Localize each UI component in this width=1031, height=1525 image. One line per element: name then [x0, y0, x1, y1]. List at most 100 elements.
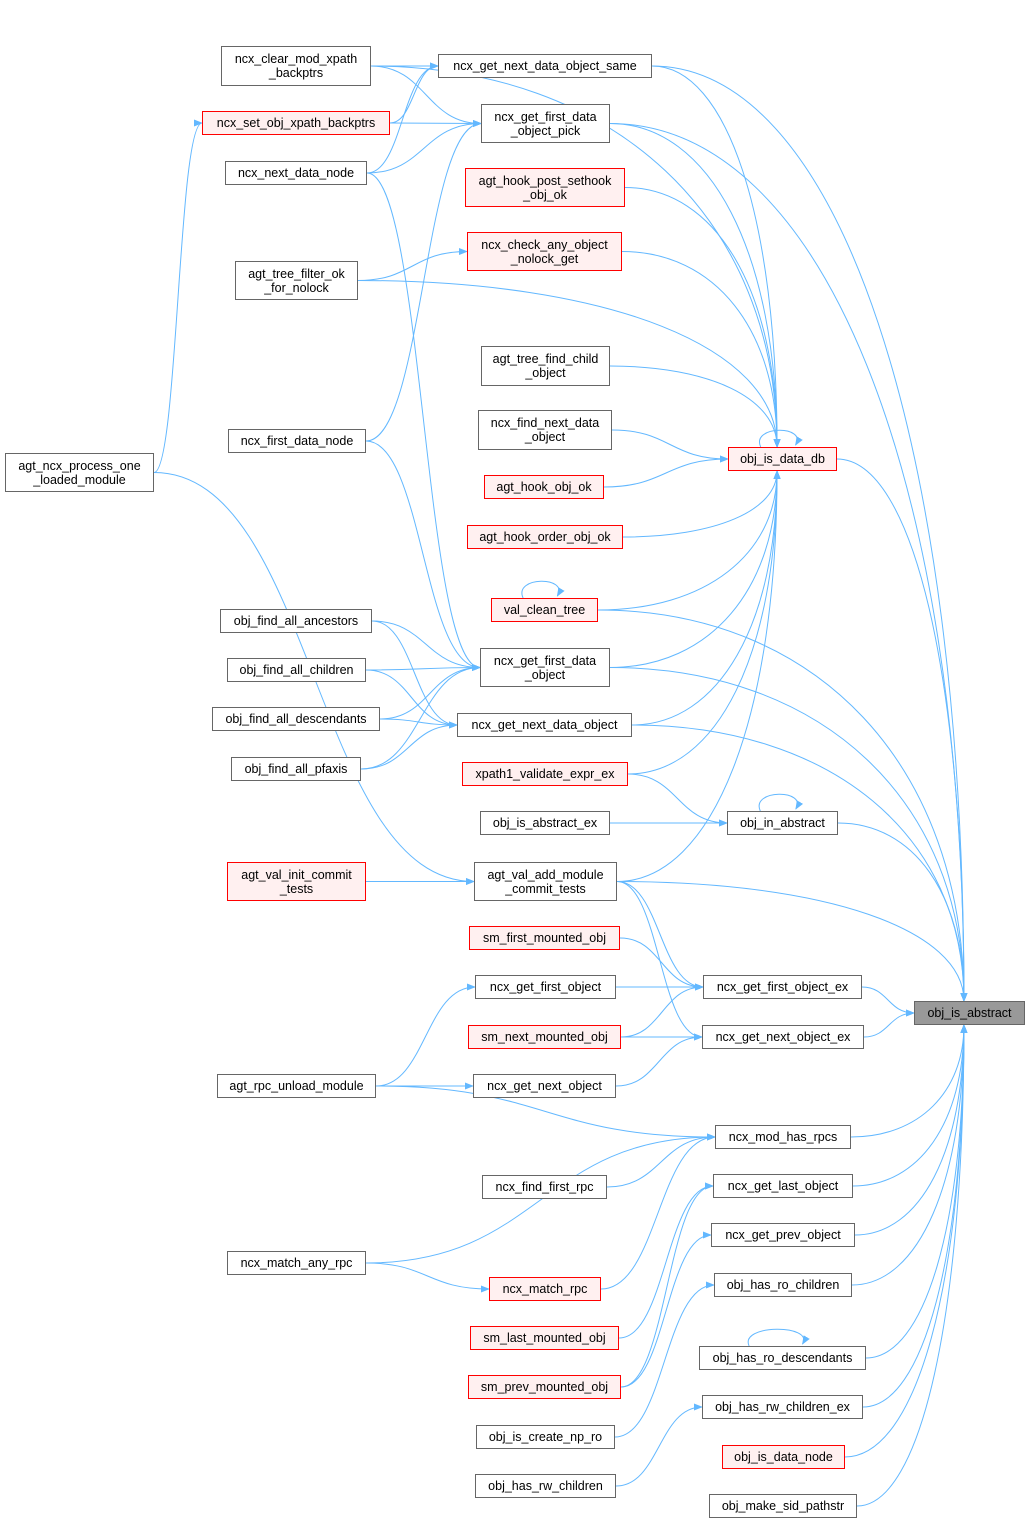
edge-next-data-node-to-first-pick — [366, 119, 482, 174]
node-label-line: _object_pick — [510, 123, 581, 138]
graph-node-find-next-data[interactable]: ncx_find_next_data_object — [478, 410, 612, 450]
node-label-line: sm_first_mounted_obj — [483, 931, 606, 945]
node-label-line: ncx_get_next_object_ex — [715, 1030, 851, 1044]
graph-node-process-one[interactable]: agt_ncx_process_one_loaded_module — [5, 453, 154, 492]
node-label-line: _nolock_get — [510, 251, 579, 266]
node-label-line: _for_nolock — [264, 280, 329, 295]
edge-tree-filter-to-check-any — [357, 247, 468, 281]
graph-node-sm-next[interactable]: sm_next_mounted_obj — [468, 1025, 621, 1049]
edge-children-to-next-data-obj — [365, 669, 458, 729]
graph-node-prev-object[interactable]: ncx_get_prev_object — [711, 1223, 855, 1247]
edge-last-object-to-is-abstract — [852, 1024, 968, 1187]
graph-node-set-xpath[interactable]: ncx_set_obj_xpath_backptrs — [202, 111, 390, 135]
edge-check-any-to-is-data-db — [621, 251, 781, 448]
edge-sm-prev-to-prev-object — [620, 1231, 712, 1388]
graph-node-ancestors[interactable]: obj_find_all_ancestors — [220, 609, 372, 633]
graph-node-rpc-unload[interactable]: agt_rpc_unload_module — [217, 1074, 376, 1098]
graph-node-create-np-ro[interactable]: obj_is_create_np_ro — [476, 1425, 615, 1449]
node-label-line: ncx_clear_mod_xpath — [234, 52, 358, 66]
graph-node-match-any-rpc[interactable]: ncx_match_any_rpc — [227, 1251, 366, 1275]
edge-is-data-db-to-is-data-db — [759, 429, 803, 448]
graph-node-first-data-node[interactable]: ncx_first_data_node — [228, 429, 366, 453]
node-label-line: ncx_get_next_data_object — [471, 718, 618, 732]
graph-node-ro-children[interactable]: obj_has_ro_children — [714, 1273, 852, 1297]
graph-node-sm-last[interactable]: sm_last_mounted_obj — [470, 1326, 619, 1350]
edge-next-data-obj-to-is-abstract — [631, 724, 968, 1002]
node-label-line: ncx_first_data_node — [240, 434, 354, 448]
node-label-line: agt_hook_order_obj_ok — [479, 530, 611, 544]
graph-node-rw-children[interactable]: obj_has_rw_children — [475, 1474, 616, 1498]
edge-find-child-to-is-data-db — [609, 365, 781, 448]
graph-node-xpath1[interactable]: xpath1_validate_expr_ex — [462, 762, 628, 786]
graph-node-abstract-ex[interactable]: obj_is_abstract_ex — [480, 811, 610, 835]
graph-node-clear-xpath[interactable]: ncx_clear_mod_xpath_backptrs — [221, 46, 371, 86]
graph-node-in-abstract[interactable]: obj_in_abstract — [727, 811, 838, 835]
graph-node-ro-desc[interactable]: obj_has_ro_descendants — [699, 1346, 866, 1370]
graph-node-init-commit[interactable]: agt_val_init_commit_tests — [227, 862, 366, 901]
graph-node-next-data-obj[interactable]: ncx_get_next_data_object — [457, 713, 632, 737]
node-label-line: ncx_get_last_object — [727, 1179, 839, 1193]
edge-add-module-to-first-object-ex — [616, 881, 704, 991]
node-label-line: obj_find_all_descendants — [225, 712, 367, 726]
node-label-line: ncx_get_next_data_object_same — [453, 59, 637, 73]
graph-node-next-data-node[interactable]: ncx_next_data_node — [225, 161, 367, 185]
node-label-line: ncx_set_obj_xpath_backptrs — [216, 116, 376, 130]
edge-post-sethook-to-is-data-db — [624, 187, 781, 448]
edge-val-clean-to-is-data-db — [597, 470, 781, 611]
node-label-line: ncx_get_first_object_ex — [716, 980, 849, 994]
graph-node-is-data-db[interactable]: obj_is_data_db — [728, 447, 837, 471]
node-label-line: agt_val_add_module — [487, 867, 604, 882]
graph-node-sm-first[interactable]: sm_first_mounted_obj — [469, 926, 620, 950]
node-label-line: agt_tree_filter_ok — [248, 266, 345, 281]
edge-first-pick-to-is-abstract — [609, 123, 968, 1002]
edge-next-data-obj-to-is-data-db — [631, 470, 781, 726]
graph-node-last-object[interactable]: ncx_get_last_object — [713, 1174, 853, 1198]
edge-ro-desc-to-is-abstract — [865, 1024, 968, 1359]
graph-node-next-object[interactable]: ncx_get_next_object — [473, 1074, 616, 1098]
graph-node-pfaxis[interactable]: obj_find_all_pfaxis — [231, 757, 361, 781]
graph-node-first-object[interactable]: ncx_get_first_object — [475, 975, 616, 999]
node-label-line: agt_ncx_process_one — [18, 458, 141, 473]
graph-node-children[interactable]: obj_find_all_children — [227, 658, 366, 682]
graph-node-sid-pathstr[interactable]: obj_make_sid_pathstr — [709, 1494, 857, 1518]
graph-node-find-first-rpc[interactable]: ncx_find_first_rpc — [482, 1175, 607, 1199]
node-label-line: obj_is_abstract — [927, 1006, 1012, 1020]
graph-node-next-same[interactable]: ncx_get_next_data_object_same — [438, 54, 652, 78]
node-label-line: agt_hook_post_sethook — [478, 173, 612, 188]
edge-next-data-node-to-next-same — [366, 62, 439, 174]
graph-node-first-object-ex[interactable]: ncx_get_first_object_ex — [703, 975, 862, 999]
graph-node-is-abstract[interactable]: obj_is_abstract — [914, 1001, 1025, 1025]
node-label-line: ncx_get_first_data — [493, 653, 597, 668]
edge-find-next-data-to-is-data-db — [611, 429, 729, 463]
edge-sid-pathstr-to-is-abstract — [856, 1024, 968, 1507]
edge-is-data-node-to-is-abstract — [844, 1024, 968, 1458]
graph-node-hook-obj-ok[interactable]: agt_hook_obj_ok — [484, 475, 604, 499]
graph-node-hook-order[interactable]: agt_hook_order_obj_ok — [467, 525, 623, 549]
graph-node-add-module[interactable]: agt_val_add_module_commit_tests — [474, 862, 617, 901]
node-label-line: ncx_find_next_data — [490, 416, 600, 430]
graph-node-post-sethook[interactable]: agt_hook_post_sethook_obj_ok — [465, 168, 625, 207]
edge-next-object-to-next-object-ex — [615, 1033, 703, 1087]
graph-node-match-rpc[interactable]: ncx_match_rpc — [489, 1277, 601, 1301]
node-label-line: _object — [524, 667, 566, 682]
node-label-line: agt_hook_obj_ok — [496, 480, 592, 494]
graph-node-first-data-obj[interactable]: ncx_get_first_data_object — [480, 648, 610, 687]
graph-node-mod-has-rpcs[interactable]: ncx_mod_has_rpcs — [715, 1125, 851, 1149]
graph-node-rw-children-ex[interactable]: obj_has_rw_children_ex — [702, 1395, 863, 1419]
graph-node-sm-prev[interactable]: sm_prev_mounted_obj — [468, 1375, 621, 1399]
node-label-line: obj_is_data_node — [734, 1450, 833, 1464]
node-label-line: sm_next_mounted_obj — [481, 1030, 608, 1044]
graph-node-first-pick[interactable]: ncx_get_first_data_object_pick — [481, 104, 610, 143]
graph-node-next-object-ex[interactable]: ncx_get_next_object_ex — [702, 1025, 864, 1049]
graph-node-descendants[interactable]: obj_find_all_descendants — [212, 707, 380, 731]
edge-match-rpc-to-mod-has-rpcs — [600, 1133, 716, 1290]
graph-node-find-child[interactable]: agt_tree_find_child_object — [481, 346, 610, 386]
node-label-line: agt_tree_find_child — [492, 352, 599, 366]
edge-next-object-ex-to-is-abstract — [863, 1009, 915, 1038]
graph-node-is-data-node[interactable]: obj_is_data_node — [722, 1445, 845, 1469]
node-label-line: ncx_mod_has_rpcs — [728, 1130, 838, 1144]
graph-node-check-any[interactable]: ncx_check_any_object_nolock_get — [467, 232, 622, 271]
node-label-line: obj_find_all_ancestors — [233, 614, 359, 628]
graph-node-val-clean[interactable]: val_clean_tree — [491, 598, 598, 622]
graph-node-tree-filter[interactable]: agt_tree_filter_ok_for_nolock — [235, 261, 358, 300]
